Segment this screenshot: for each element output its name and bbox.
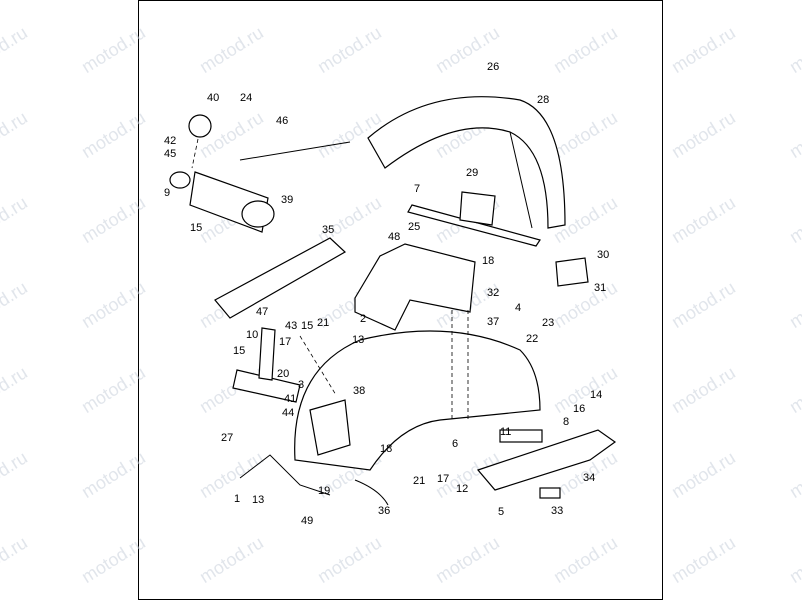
grommet-42-45 (169, 171, 191, 189)
leader-lines (191, 138, 469, 420)
callout-15b: 15 (233, 345, 245, 357)
callout-19: 19 (318, 485, 330, 497)
callout-13b: 13 (252, 494, 264, 506)
callout-29: 29 (466, 167, 478, 179)
callout-24: 24 (240, 92, 252, 104)
callout-7: 7 (414, 183, 420, 195)
callout-10: 10 (246, 329, 258, 341)
callout-18a: 18 (482, 255, 494, 267)
callout-33: 33 (551, 505, 563, 517)
callout-25: 25 (408, 221, 420, 233)
callout-11: 11 (500, 426, 511, 438)
callout-47: 47 (256, 306, 268, 318)
callout-43: 43 (285, 320, 297, 332)
callout-16: 16 (573, 403, 585, 415)
callout-3: 3 (298, 379, 304, 391)
callout-48: 48 (388, 231, 400, 243)
plate-11 (499, 429, 543, 443)
disc-40 (188, 114, 212, 138)
callout-18b: 18 (380, 443, 392, 455)
rail-35 (214, 237, 347, 319)
front-fender-37 (294, 330, 541, 471)
callout-17b: 17 (437, 473, 449, 485)
callout-12: 12 (456, 483, 468, 495)
callout-39: 39 (281, 194, 293, 206)
callout-4: 4 (515, 302, 521, 314)
callout-17a: 17 (279, 336, 291, 348)
bracket-29 (407, 191, 541, 247)
strap-36 (354, 479, 389, 506)
callout-15a: 15 (190, 222, 202, 234)
callout-30: 30 (597, 249, 609, 261)
plate-33 (539, 487, 561, 499)
callout-20: 20 (277, 368, 289, 380)
callout-36: 36 (378, 505, 390, 517)
box-39 (189, 171, 275, 233)
plate-47 (258, 327, 276, 381)
callout-32: 32 (487, 287, 499, 299)
callout-28: 28 (537, 94, 549, 106)
rail-34 (476, 429, 617, 491)
callout-40: 40 (207, 92, 219, 104)
callout-13a: 13 (352, 334, 364, 346)
callout-44: 44 (282, 407, 294, 419)
callout-41: 41 (284, 393, 296, 405)
callout-1: 1 (234, 493, 240, 505)
callout-42: 42 (164, 135, 176, 147)
callout-23: 23 (542, 317, 554, 329)
callout-14: 14 (590, 389, 602, 401)
callout-8: 8 (563, 416, 569, 428)
callout-31: 31 (594, 282, 606, 294)
plate-44 (232, 369, 301, 403)
callout-9: 9 (164, 187, 170, 199)
callout-labels: 1 2 3 4 5 6 7 8 9 10 11 12 13 13 14 15 1… (164, 61, 609, 527)
callout-15c: 15 (301, 320, 313, 332)
callout-46: 46 (276, 115, 288, 127)
callout-45: 45 (164, 148, 176, 160)
bracket-49 (239, 454, 331, 496)
callout-38: 38 (353, 385, 365, 397)
callout-27: 27 (221, 432, 233, 444)
callout-35: 35 (322, 224, 334, 236)
support-48 (354, 243, 476, 331)
callout-49: 49 (301, 515, 313, 527)
rear-fender-28 (367, 96, 566, 229)
callout-26: 26 (487, 61, 499, 73)
harness-46 (239, 141, 351, 161)
callout-6: 6 (452, 438, 458, 450)
callout-2: 2 (360, 313, 366, 325)
callout-5: 5 (498, 506, 504, 518)
callout-21b: 21 (413, 475, 425, 487)
clip-30-31 (555, 257, 589, 287)
callout-21a: 21 (317, 317, 329, 329)
callout-22: 22 (526, 333, 538, 345)
callout-34: 34 (583, 472, 595, 484)
callout-37: 37 (487, 316, 499, 328)
